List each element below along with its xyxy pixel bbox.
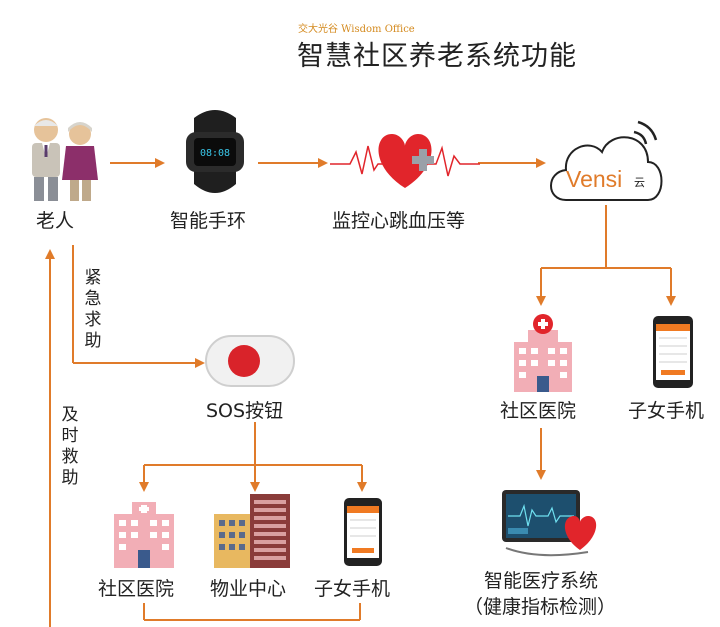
phone-bottom-icon [344, 498, 382, 566]
watermark: 交大光谷 Wisdom Office [298, 24, 415, 35]
node-phone-right-label: 子女手机 [628, 400, 705, 422]
edge-label-rescue: 及时救助 [61, 405, 79, 488]
node-phone-bottom-label: 子女手机 [314, 578, 391, 600]
heart-monitor-icon [330, 134, 480, 188]
vensi-cloud-icon [550, 120, 663, 201]
page-title: 智慧社区养老系统功能 [297, 41, 577, 72]
node-elderly-label: 老人 [36, 210, 75, 232]
node-property-label: 物业中心 [210, 578, 287, 600]
phone-right-icon [653, 316, 693, 388]
node-medical-line2: （健康指标检测） [464, 596, 617, 618]
svg-text:08:08: 08:08 [200, 148, 230, 159]
node-medical-line1: 智能医疗系统 [484, 570, 599, 592]
smart-bracelet-icon: 08:08 [186, 110, 244, 193]
medical-system-icon [502, 490, 597, 557]
hospital-right-icon [514, 314, 572, 392]
cloud-suffix: 云 [634, 176, 645, 189]
edge-label-emergency: 紧急求助 [84, 268, 102, 351]
cloud-brand: Vensi [566, 166, 623, 192]
elderly-couple-icon [32, 118, 98, 201]
property-center-icon [214, 494, 290, 568]
node-monitor-label: 监控心跳血压等 [332, 210, 466, 232]
node-bracelet-label: 智能手环 [170, 210, 247, 232]
node-sos-label: SOS按钮 [206, 400, 284, 422]
sos-button-icon [205, 335, 295, 387]
node-hospital-right-label: 社区医院 [500, 400, 577, 422]
node-hospital-bottom-label: 社区医院 [98, 578, 175, 600]
hospital-bottom-icon [114, 502, 174, 568]
